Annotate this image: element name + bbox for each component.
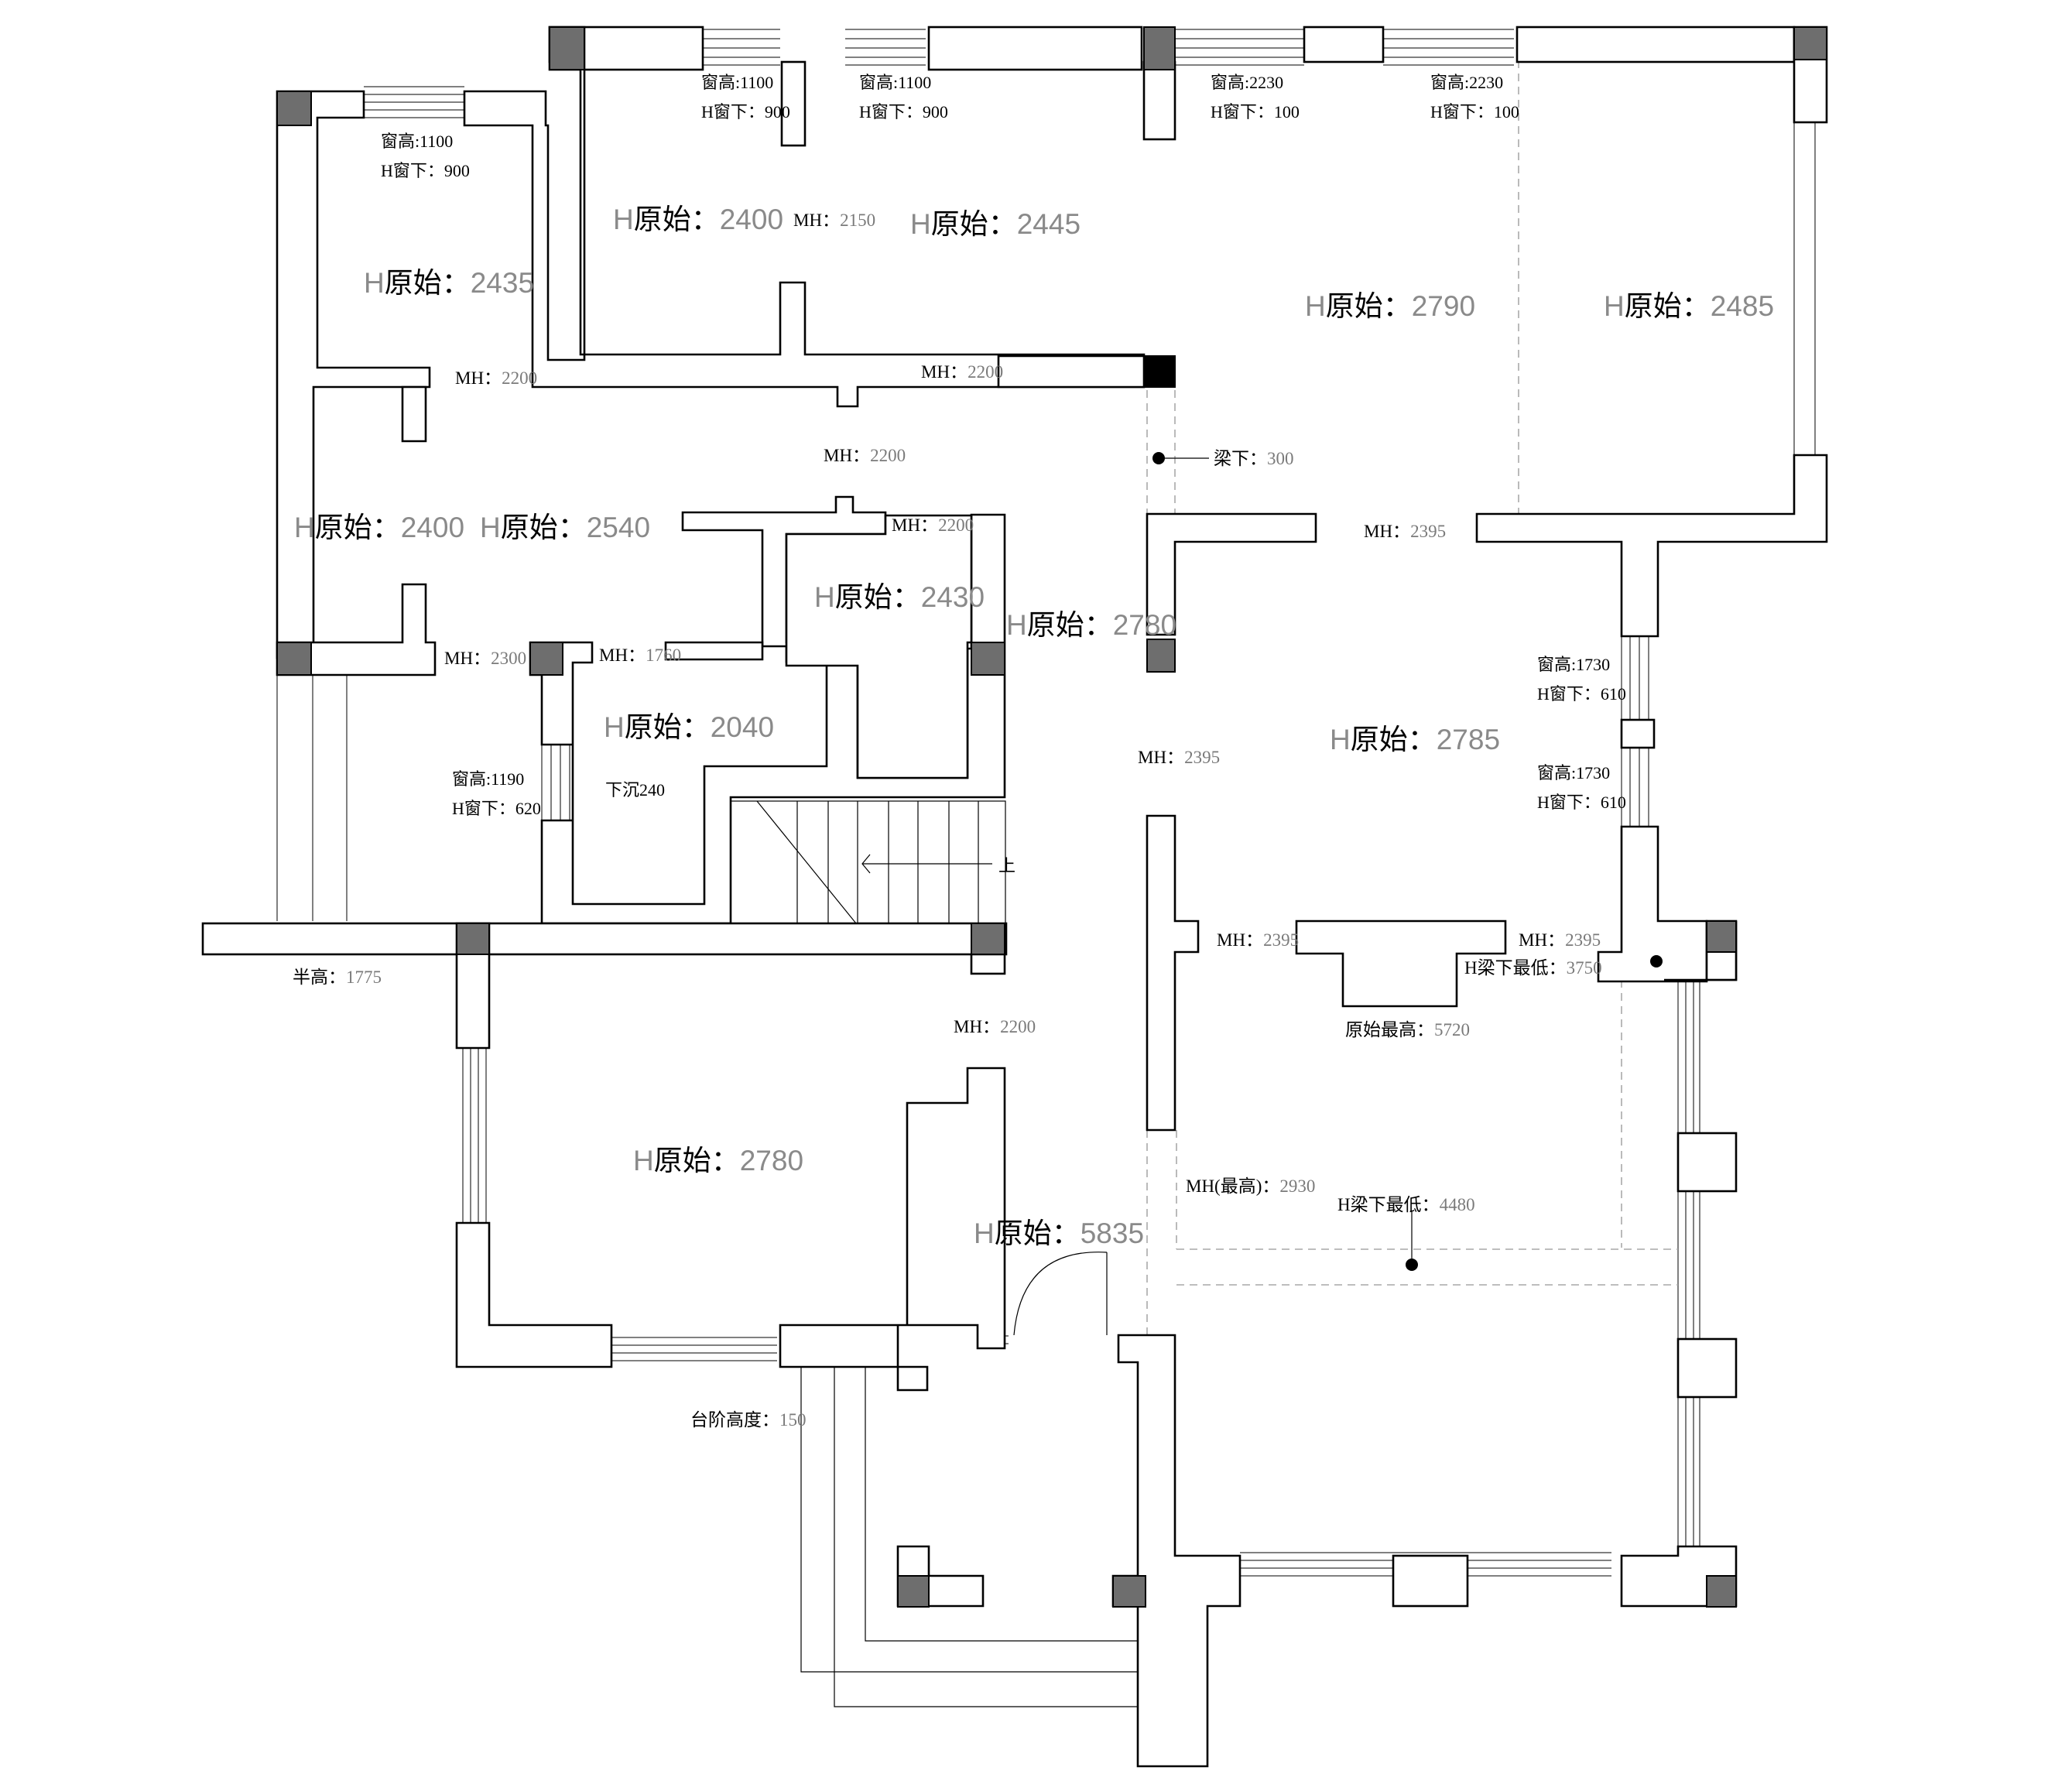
mh-label: MH：2395 (1519, 930, 1601, 950)
notes: 梁下：300 下沉240 上 半高：1775 H梁下最低：3750 原始最高：5… (293, 449, 1602, 1430)
room-label: H原始：5835 (974, 1217, 1144, 1249)
window-height: 窗高:2230 (1211, 73, 1283, 92)
window-sill: H窗下：100 (1430, 102, 1519, 122)
mh-label: MH：1760 (599, 646, 681, 665)
window-sill: H窗下：100 (1211, 102, 1300, 122)
window-sill: H窗下：610 (1537, 793, 1626, 812)
window-height: 窗高:1730 (1537, 763, 1610, 783)
columns (276, 26, 1827, 1608)
mh-label: MH：2395 (1138, 748, 1220, 767)
mh-label: MH：2200 (455, 368, 537, 388)
step-height-note: 台阶高度：150 (690, 1410, 807, 1430)
room-label: H原始：2540 (480, 512, 650, 543)
mh-label: MH：2395 (1217, 930, 1299, 950)
mh-label: MH：2200 (954, 1017, 1036, 1036)
mh-label: MH：2395 (1364, 522, 1446, 541)
room-label: H原始：2790 (1305, 290, 1475, 322)
mh-label: MH：2150 (793, 211, 875, 230)
beam-lines (1146, 60, 1678, 1337)
room-label: H原始：2485 (1604, 290, 1774, 322)
window-height: 窗高:1100 (859, 73, 931, 92)
room-label: H原始：2785 (1330, 724, 1500, 755)
window-sill: H窗下：900 (859, 102, 948, 122)
room-label: H原始：2400 (613, 204, 783, 235)
room-label: H原始：2430 (814, 581, 985, 613)
mh-label: MH：2200 (824, 446, 906, 465)
room-label: H原始：2780 (1006, 609, 1176, 641)
windows-lines (276, 29, 1816, 1577)
original-max-note: 原始最高：5720 (1345, 1020, 1470, 1039)
entry-steps (800, 1361, 1138, 1707)
stair-up-note: 上 (998, 856, 1015, 875)
window-height: 窗高:1190 (452, 769, 524, 789)
room-label: H原始：2435 (364, 267, 534, 299)
mh-labels: MH：2150 MH：2200 MH：2200 MH：2200 MH：2200 … (444, 211, 1601, 1196)
room-labels: H原始：2400 H原始：2445 H原始：2435 H原始：2790 H原始：… (294, 204, 1774, 1249)
sunken-note: 下沉240 (605, 780, 665, 800)
room-label: H原始：2445 (910, 208, 1081, 240)
window-labels: 窗高:1100 H窗下：900 窗高:1100 H窗下：900 窗高:2230 … (381, 73, 1626, 818)
window-height: 窗高:1100 (701, 73, 773, 92)
window-sill: H窗下：900 (701, 102, 790, 122)
stair (730, 800, 1006, 924)
room-label: H原始：2040 (604, 711, 774, 743)
room-label: H原始：2780 (633, 1145, 803, 1176)
beam-low-note: H梁下最低：4480 (1337, 1195, 1475, 1214)
beam-note: 梁下：300 (1214, 449, 1294, 468)
window-height: 窗高:2230 (1430, 73, 1503, 92)
window-sill: H窗下：620 (452, 799, 541, 818)
beam-low-note: H梁下最低：3750 (1464, 958, 1602, 978)
mh-label: MH(最高)：2930 (1186, 1176, 1315, 1196)
mh-label: MH：2200 (892, 515, 974, 535)
window-height: 窗高:1100 (381, 132, 453, 151)
window-height: 窗高:1730 (1537, 655, 1610, 674)
room-label: H原始：2400 (294, 512, 464, 543)
window-sill: H窗下：900 (381, 161, 470, 180)
mh-label: MH：2300 (444, 649, 526, 668)
beam-markers (1152, 452, 1663, 1271)
half-height-note: 半高：1775 (293, 967, 382, 987)
door-swing (1013, 1252, 1108, 1336)
mh-label: MH：2200 (921, 362, 1003, 382)
window-sill: H窗下：610 (1537, 684, 1626, 704)
